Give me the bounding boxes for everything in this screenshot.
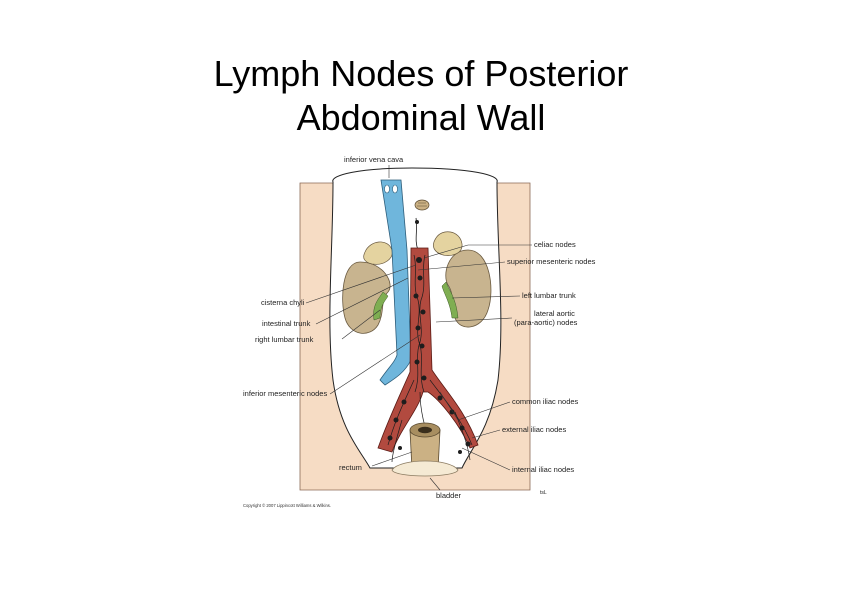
rectum bbox=[409, 422, 441, 471]
copyright-notice: Copyright © 2007 Lippincott Williams & W… bbox=[243, 503, 331, 508]
right-ureter bbox=[373, 291, 389, 321]
label-bladder: bladder bbox=[436, 491, 462, 500]
label-internal-iliac-nodes: internal iliac nodes bbox=[512, 465, 574, 474]
left-ureter bbox=[441, 281, 459, 319]
bladder bbox=[391, 460, 459, 477]
label-celiac-nodes: celiac nodes bbox=[534, 240, 576, 249]
artist-mark: tsL bbox=[540, 490, 547, 496]
label-left-lumbar-trunk: left lumbar trunk bbox=[522, 291, 576, 300]
label-rectum: rectum bbox=[339, 463, 362, 472]
thoracic-duct-node bbox=[415, 220, 419, 224]
title-line-1: Lymph Nodes of Posterior bbox=[213, 53, 629, 94]
lymph-network bbox=[387, 254, 473, 463]
label-common-iliac-nodes: common iliac nodes bbox=[512, 397, 579, 406]
label-cisterna-chyli: cisterna chyli bbox=[261, 298, 305, 307]
label-lateral-aortic-line2: (para-aortic) nodes bbox=[514, 318, 578, 327]
lymph-nodes bbox=[387, 257, 471, 454]
ivc-opening-left bbox=[384, 184, 390, 194]
label-right-lumbar-trunk: right lumbar trunk bbox=[255, 335, 314, 344]
ivc-opening-right bbox=[392, 184, 398, 194]
left-adrenal bbox=[433, 231, 463, 256]
label-intestinal-trunk: intestinal trunk bbox=[262, 319, 311, 328]
label-external-iliac-nodes: external iliac nodes bbox=[502, 425, 566, 434]
slide-title: Lymph Nodes of Posterior Abdominal Wall bbox=[0, 52, 842, 140]
esophagus-stub bbox=[414, 199, 430, 211]
label-inferior-vena-cava: inferior vena cava bbox=[344, 155, 404, 164]
title-line-2: Abdominal Wall bbox=[296, 97, 546, 138]
right-adrenal bbox=[363, 241, 393, 265]
leader-lines bbox=[305, 165, 532, 491]
label-superior-mesenteric-nodes: superior mesenteric nodes bbox=[507, 257, 596, 266]
label-inferior-mesenteric-nodes: inferior mesenteric nodes bbox=[243, 389, 327, 398]
label-lateral-aortic-line1: lateral aortic bbox=[534, 309, 575, 318]
